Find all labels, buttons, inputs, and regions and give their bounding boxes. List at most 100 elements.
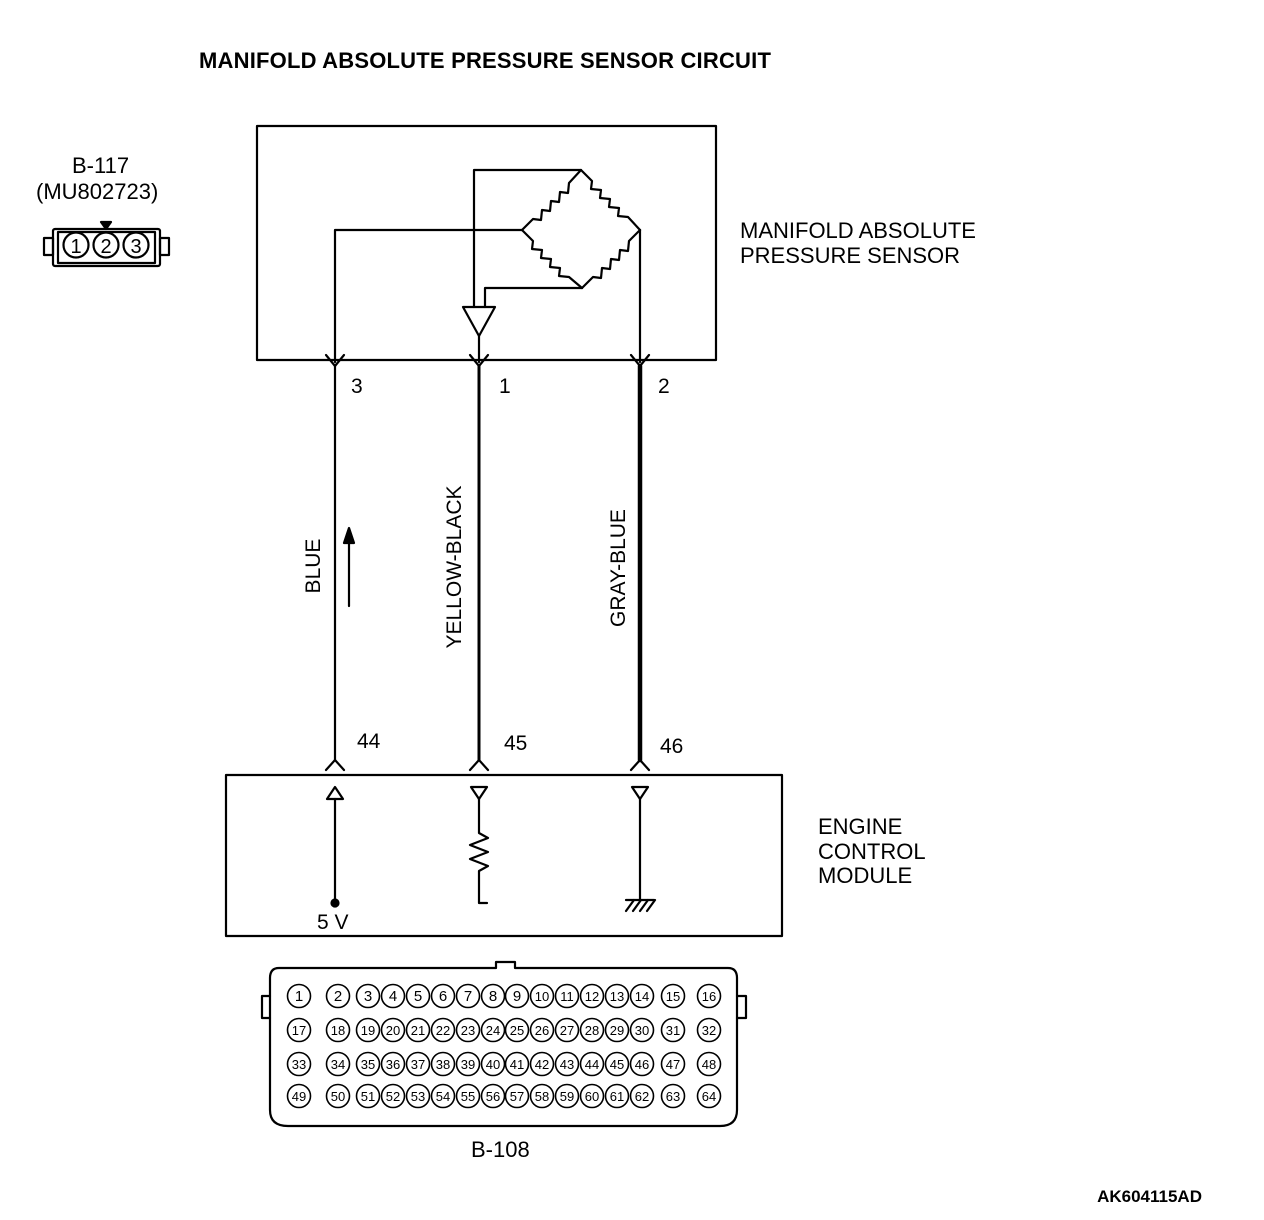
ecm-connector-pin-24 xyxy=(480,1017,506,1043)
ecm-connector-pin-label: 39 xyxy=(461,1057,475,1072)
ecm-connector-pin-19 xyxy=(355,1017,381,1043)
ecm-connector-pin-35 xyxy=(355,1051,381,1077)
ecm-connector-pin-40 xyxy=(480,1051,506,1077)
sensor-connector-pin-3: 3 xyxy=(130,236,141,258)
ecm-connector-pin-15 xyxy=(660,983,686,1009)
ecm-connector-pin-10 xyxy=(529,983,555,1009)
ecm-connector-pin-label: 2 xyxy=(334,988,342,1005)
ecm-connector-pin-label: 41 xyxy=(510,1057,524,1072)
ecm-connector-pin-26 xyxy=(529,1017,555,1043)
ecm-connector-pin-label: 45 xyxy=(610,1057,624,1072)
ecm-connector-pin-label: 63 xyxy=(666,1089,680,1104)
sensor-box xyxy=(255,124,718,362)
ecm-connector-pin-28 xyxy=(579,1017,605,1043)
ecm-connector-pin-7 xyxy=(455,983,481,1009)
ecm-connector-pin-label: 36 xyxy=(386,1057,400,1072)
ecm-connector-pin-4 xyxy=(380,983,406,1009)
sensor-connector-icon xyxy=(42,220,171,268)
ecm-connector-pin-label: 21 xyxy=(411,1023,425,1038)
ecm-connector-pin-54 xyxy=(430,1083,456,1109)
ecm-connector-pin-label: 43 xyxy=(560,1057,574,1072)
ecm-connector-pin-30 xyxy=(629,1017,655,1043)
ecm-connector-id: B-108 xyxy=(471,1137,530,1162)
ecm-connector-pin-label: 62 xyxy=(635,1089,649,1104)
ecm-connector-pin-56 xyxy=(480,1083,506,1109)
ecm-connector-pin-label: 53 xyxy=(411,1089,425,1104)
ecm-connector-pin-label: 64 xyxy=(702,1089,716,1104)
ecm-connector-pin-label: 51 xyxy=(361,1089,375,1104)
ecm-connector-pin-label: 15 xyxy=(666,989,680,1004)
ecm-connector-pin-32 xyxy=(696,1017,722,1043)
ecm-connector-pin-label: 12 xyxy=(585,989,599,1004)
ecm-connector-pin-47 xyxy=(660,1051,686,1077)
sensor-pin-2: 2 xyxy=(658,375,670,398)
ecm-connector-pin-label: 56 xyxy=(486,1089,500,1104)
ecm-connector-pin-label: 26 xyxy=(535,1023,549,1038)
ecm-connector-pin-label: 48 xyxy=(702,1057,716,1072)
ecm-connector-pin-label: 17 xyxy=(292,1023,306,1038)
ecm-connector-pin-label: 11 xyxy=(560,989,574,1004)
sensor-pin-3: 3 xyxy=(351,375,363,398)
ecm-connector-pin-label: 10 xyxy=(535,989,549,1004)
sensor-connector-pin-1: 1 xyxy=(70,236,81,258)
ecm-connector-pin-50 xyxy=(325,1083,351,1109)
ecm-connector-pin-label: 61 xyxy=(610,1089,624,1104)
ecm-connector-pin-44 xyxy=(579,1051,605,1077)
ecm-connector-pin-17 xyxy=(286,1017,312,1043)
ecm-connector-pin-55 xyxy=(455,1083,481,1109)
ecm-connector-pin-label: 46 xyxy=(635,1057,649,1072)
ecm-connector-pin-9 xyxy=(504,983,530,1009)
ecm-connector-pin-label: 35 xyxy=(361,1057,375,1072)
ecm-connector-pin-41 xyxy=(504,1051,530,1077)
amplifier-symbol xyxy=(461,305,497,338)
ecm-connector-pin-51 xyxy=(355,1083,381,1109)
ecm-connector-pin-63 xyxy=(660,1083,686,1109)
ecm-connector-pin-58 xyxy=(529,1083,555,1109)
ecm-connector-pin-label: 14 xyxy=(635,989,649,1004)
ecm-connector-pin-label: 33 xyxy=(292,1057,306,1072)
bridge-wiring xyxy=(333,168,642,364)
ecm-connector-pin-61 xyxy=(604,1083,630,1109)
ecm-connector-pin-label: 28 xyxy=(585,1023,599,1038)
ecm-connector-pin-label: 3 xyxy=(364,988,372,1005)
ecm-connector-pin-27 xyxy=(554,1017,580,1043)
ecm-connector-pin-label: 60 xyxy=(585,1089,599,1104)
ecm-connector-pin-14 xyxy=(629,983,655,1009)
ecm-connector-pin-label: 38 xyxy=(436,1057,450,1072)
ecm-connector-pin-46 xyxy=(629,1051,655,1077)
diagram-title: MANIFOLD ABSOLUTE PRESSURE SENSOR CIRCUI… xyxy=(199,48,772,73)
supply-5v-label: 5 V xyxy=(317,911,349,934)
ecm-connector-pin-label: 30 xyxy=(635,1023,649,1038)
ecm-connector-pin-label: 20 xyxy=(386,1023,400,1038)
ecm-connector-pin-label: 27 xyxy=(560,1023,574,1038)
ecm-connector-pin-57 xyxy=(504,1083,530,1109)
figure-id: AK604115AD xyxy=(1097,1187,1202,1206)
ecm-connector-pin-label: 55 xyxy=(461,1089,475,1104)
bridge-resistor-top-right xyxy=(579,168,642,232)
ecm-connector-pin-label: 9 xyxy=(513,988,521,1005)
ecm-connector-pin-label: 8 xyxy=(489,988,497,1005)
ecm-connector-pin-62 xyxy=(629,1083,655,1109)
ecm-connector-pin-label: 1 xyxy=(295,988,303,1005)
ecm-connector-pin-label: 44 xyxy=(585,1057,599,1072)
bridge-resistor-bottom-left xyxy=(520,228,584,290)
ecm-connector-pin-label: 6 xyxy=(439,988,447,1005)
ecm-connector-body xyxy=(260,960,748,1128)
ecm-label-line2: CONTROL xyxy=(818,839,926,864)
ecm-connector-pin-16 xyxy=(696,983,722,1009)
ecm-pin-arrows xyxy=(324,758,651,772)
ecm-connector-pin-31 xyxy=(660,1017,686,1043)
ecm-connector-pin-label: 49 xyxy=(292,1089,306,1104)
ecm-connector-pin-label: 34 xyxy=(331,1057,345,1072)
ecm-connector-pin-22 xyxy=(430,1017,456,1043)
ecm-connector-pin-3 xyxy=(355,983,381,1009)
ecm-connector-pin-label: 19 xyxy=(361,1023,375,1038)
ecm-connector-pin-18 xyxy=(325,1017,351,1043)
ecm-connector-pin-label: 16 xyxy=(702,989,716,1004)
ecm-connector-pin-label: 13 xyxy=(610,989,624,1004)
sensor-label-line1: MANIFOLD ABSOLUTE xyxy=(740,218,976,243)
ecm-connector-pin-label: 18 xyxy=(331,1023,345,1038)
ecm-connector-pin-label: 52 xyxy=(386,1089,400,1104)
